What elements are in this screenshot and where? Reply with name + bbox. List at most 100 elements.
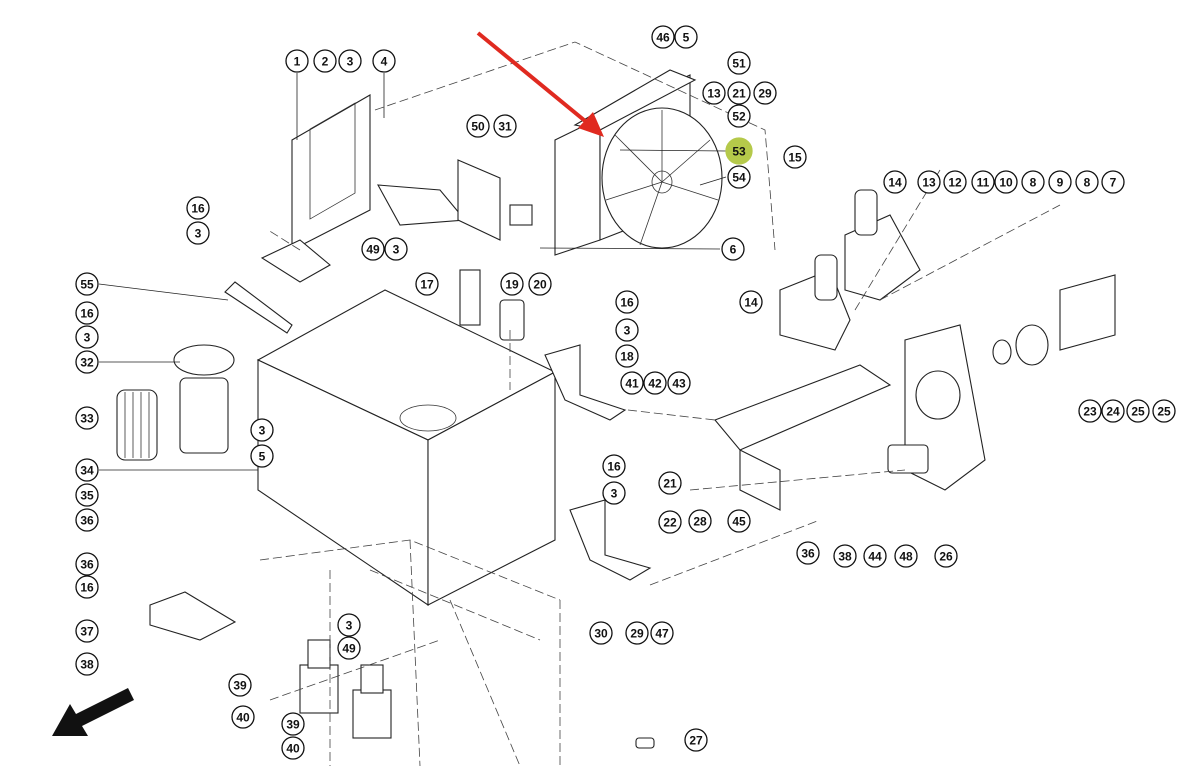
callout-circle [500, 272, 524, 296]
callout-circle [75, 301, 99, 325]
callout-label: 3 [347, 55, 354, 69]
callout-label: 27 [689, 734, 703, 748]
callout-3: 3 [75, 325, 99, 349]
callout-5: 5 [674, 25, 698, 49]
callout-15: 15 [783, 145, 807, 169]
callout-41: 41 [620, 371, 644, 395]
callout-45: 45 [727, 509, 751, 533]
callout-13: 13 [702, 81, 726, 105]
callout-label: 43 [672, 377, 686, 391]
callout-label: 5 [259, 450, 266, 464]
callout-label: 3 [84, 331, 91, 345]
callout-label: 54 [732, 171, 746, 185]
callout-49: 49 [337, 636, 361, 660]
callout-label: 17 [420, 278, 434, 292]
callout-42: 42 [643, 371, 667, 395]
callout-label: 2 [322, 55, 329, 69]
filter-assembly [116, 281, 293, 461]
callout-8: 8 [1021, 170, 1045, 194]
callout-38: 38 [833, 544, 857, 568]
callout-27: 27 [684, 728, 708, 752]
callout-circle [75, 406, 99, 430]
callout-circle [1152, 399, 1176, 423]
callout-circle [75, 575, 99, 599]
callout-circle [796, 541, 820, 565]
callout-circle [727, 104, 751, 128]
callout-label: 3 [346, 619, 353, 633]
callout-31: 31 [493, 114, 517, 138]
callout-circle [883, 170, 907, 194]
callout-29: 29 [625, 621, 649, 645]
callout-3: 3 [384, 237, 408, 261]
callout-5: 5 [250, 444, 274, 468]
callout-16: 16 [75, 301, 99, 325]
callout-circle [589, 621, 613, 645]
callout-label: 1 [294, 55, 301, 69]
callout-21: 21 [727, 81, 751, 105]
callout-circle [528, 272, 552, 296]
callout-label: 39 [233, 679, 247, 693]
callout-22: 22 [658, 510, 682, 534]
callout-circle [75, 552, 99, 576]
callout-12: 12 [943, 170, 967, 194]
callout-33: 33 [75, 406, 99, 430]
callout-circle [466, 114, 490, 138]
gearbox [887, 274, 1116, 491]
callout-label: 48 [899, 550, 913, 564]
callout-circle [1048, 170, 1072, 194]
callout-circle [658, 471, 682, 495]
callout-circle [75, 350, 99, 374]
callout-label: 13 [707, 87, 721, 101]
callout-circle [615, 290, 639, 314]
callout-25: 25 [1126, 399, 1150, 423]
callout-label: 40 [286, 742, 300, 756]
callout-circle [943, 170, 967, 194]
callout-label: 8 [1084, 176, 1091, 190]
callout-36: 36 [75, 552, 99, 576]
callout-circle [667, 371, 691, 395]
callout-circle [186, 221, 210, 245]
callout-47: 47 [650, 621, 674, 645]
callout-circle [338, 49, 362, 73]
callout-label: 51 [732, 57, 746, 71]
callout-circle [684, 728, 708, 752]
callout-8: 8 [1075, 170, 1099, 194]
callout-label: 10 [999, 176, 1013, 190]
callout-label: 9 [1057, 176, 1064, 190]
callout-label: 16 [80, 581, 94, 595]
callout-label: 25 [1131, 405, 1145, 419]
callout-49: 49 [361, 237, 385, 261]
callout-label: 3 [393, 243, 400, 257]
callout-label: 38 [838, 550, 852, 564]
callout-circle [971, 170, 995, 194]
callout-16: 16 [615, 290, 639, 314]
callout-40: 40 [281, 736, 305, 760]
callout-label: 40 [236, 711, 250, 725]
callout-30: 30 [589, 621, 613, 645]
callout-circle [739, 290, 763, 314]
callout-label: 14 [888, 176, 902, 190]
callout-11: 11 [971, 170, 995, 194]
callout-circle [1101, 170, 1125, 194]
callout-label: 5 [683, 31, 690, 45]
callout-circle [727, 509, 751, 533]
callout-circle [75, 325, 99, 349]
callout-circle [75, 458, 99, 482]
callout-label: 18 [620, 350, 634, 364]
callout-16: 16 [186, 196, 210, 220]
callout-13: 13 [917, 170, 941, 194]
callout-label: 12 [948, 176, 962, 190]
callout-label: 26 [939, 550, 953, 564]
callout-label: 13 [922, 176, 936, 190]
callout-16: 16 [602, 454, 626, 478]
callout-28: 28 [688, 509, 712, 533]
callout-38: 38 [75, 652, 99, 676]
callout-52: 52 [727, 104, 751, 128]
mounting-brackets [459, 269, 892, 581]
callout-label: 16 [80, 307, 94, 321]
callout-label: 36 [80, 514, 94, 528]
callout-label: 30 [594, 627, 608, 641]
callout-29: 29 [753, 81, 777, 105]
callout-circle [75, 619, 99, 643]
